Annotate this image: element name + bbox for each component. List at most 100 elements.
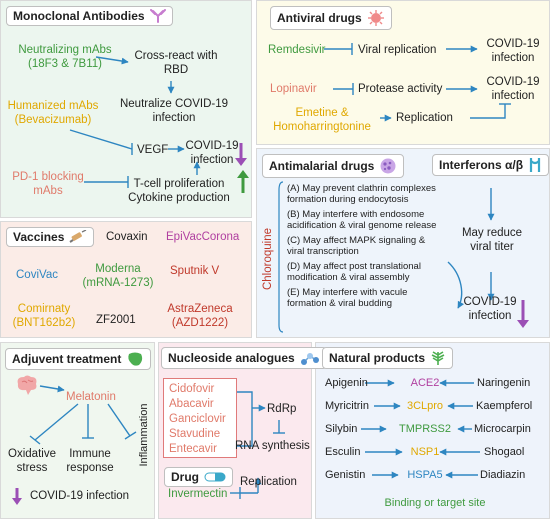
np-target-3: NSP1 (410, 446, 440, 458)
vegf: VEGF (137, 144, 169, 156)
virus-icon (367, 10, 384, 26)
antiviral-covid-1-label: COVID-19 (486, 38, 540, 50)
homoharringtonine-label: Homoharringtonine (273, 121, 371, 133)
covaxin: Covaxin (106, 231, 148, 243)
melatonin: Melatonin (66, 391, 116, 403)
natural-title: Natural products (329, 351, 426, 365)
rdrp: RdRp (267, 403, 297, 415)
stavudine: Stavudine (169, 428, 221, 440)
neutralize-covid: Neutralize COVID-19 infection (112, 97, 236, 125)
inflammation: Inflammation (138, 403, 150, 467)
np-target-2: TMPRSS2 (399, 423, 451, 435)
adjuvent-title-box: Adjuvent treatment (5, 348, 152, 370)
oxidative-label: Oxidative (8, 448, 56, 460)
np-left-1: Myricitrin (325, 400, 369, 412)
interferon-infection-label: infection (468, 310, 512, 322)
leaf-icon (431, 351, 445, 365)
effect-c-line2: viral transcription (287, 246, 359, 257)
effect-d-line2: modification & viral assembly (287, 272, 410, 283)
effect-b: (B) May interfere with endosome acidific… (287, 209, 436, 231)
antiviral-covid-1-infection: infection (491, 52, 535, 64)
abacavir: Abacavir (169, 398, 214, 410)
adjuvent-covid: COVID-19 infection (30, 490, 130, 502)
nucleoside-title-box: Nucleoside analogues (161, 347, 327, 369)
response-label: response (66, 462, 114, 474)
nucleoside-title: Nucleoside analogues (168, 351, 295, 365)
moderna: Moderna (mRNA-1273) (78, 262, 158, 290)
lopinavir: Lopinavir (270, 83, 317, 95)
invermectin: Invermectin (168, 488, 228, 500)
drug-title: Drug (171, 470, 199, 484)
viral-titer-label: viral titer (470, 241, 514, 253)
pd1-label: PD-1 blocking (12, 171, 84, 183)
mab-covid-infection-label: infection (190, 154, 234, 166)
effect-a: (A) May prevent clathrin complexes forma… (287, 183, 436, 205)
interferon-covid: COVID-19 infection (455, 295, 525, 323)
receptor-icon (529, 158, 541, 172)
remdesivir: Remdesivir (268, 44, 326, 56)
np-right-2: Microcarpin (474, 423, 531, 435)
nucleoside-drug-list: Cidofovir Abacavir Ganciclovir Stavudine… (163, 378, 237, 458)
adjuvent-title: Adjuvent treatment (12, 352, 122, 366)
cytokine-label: Cytokine production (128, 192, 230, 204)
rna-synthesis: RNA synthesis (235, 440, 310, 452)
moderna-label: Moderna (95, 263, 141, 275)
mab-title: Monoclonal Antibodies (13, 9, 145, 23)
np-right-1: Kaempferol (476, 400, 533, 412)
humanized-label: Humanized mAbs (7, 100, 99, 112)
organ-icon (128, 352, 143, 366)
ganciclovir: Ganciclovir (169, 413, 226, 425)
interferons-title-box: Interferons α/β (432, 154, 550, 176)
antiviral-covid-2-infection: infection (491, 90, 535, 102)
protease-activity: Protease activity (358, 83, 443, 95)
np-left-3: Esculin (325, 446, 361, 458)
parasite-icon (380, 158, 396, 174)
mab-covid-infection: COVID-19 infection (184, 139, 240, 167)
astra-id: (AZD1222) (171, 317, 229, 329)
moderna-id: (mRNA-1273) (82, 277, 154, 289)
vaccines-title-box: Vaccines (6, 227, 95, 247)
np-left-0: Apigenin (325, 377, 368, 389)
np-right-4: Diadiazin (480, 469, 526, 481)
antiviral-covid-1: COVID-19 infection (478, 37, 548, 65)
neutralizing-mabs: Neutralizing mAbs (18F3 & 7B11) (10, 43, 120, 71)
antiviral-title-box: Antiviral drugs (270, 6, 392, 30)
chloroquine-effects: (A) May prevent clathrin complexes forma… (287, 183, 436, 313)
cross-react-label: Cross-react with (134, 50, 218, 62)
immune-label: Immune (69, 448, 111, 460)
rbd-label: RBD (163, 64, 189, 76)
effect-e-line2: formation & viral budding (287, 298, 393, 309)
brain-icon (17, 375, 37, 395)
comirnaty: Comirnaty (BNT162b2) (6, 302, 82, 330)
drug-title-box: Drug (164, 467, 233, 487)
np-target-4: HSPA5 (407, 469, 443, 481)
np-left-4: Genistin (325, 469, 366, 481)
comirnaty-label: Comirnaty (17, 303, 71, 315)
np-right-0: Naringenin (477, 377, 531, 389)
sputnik-v: Sputnik V (170, 265, 220, 277)
oxidative-stress: Oxidative stress (2, 447, 62, 475)
binding-target-site: Binding or target site (384, 497, 486, 509)
antimalarial-title-box: Antimalarial drugs (262, 154, 405, 178)
covivac: CoviVac (16, 269, 58, 281)
replication: Replication (396, 112, 453, 124)
neutralize-infection: infection (152, 112, 196, 124)
neutralize-label: Neutralize COVID-19 (119, 98, 228, 110)
bevacizumab-label: (Bevacizumab) (14, 114, 92, 126)
antimalarial-panel (256, 148, 550, 338)
reduce-viral-titer: May reduce viral titer (452, 226, 532, 254)
mab-title-box: Monoclonal Antibodies (6, 6, 173, 26)
pd1-mabs-label: mAbs (33, 185, 63, 197)
antiviral-covid-2: COVID-19 infection (478, 75, 548, 103)
neutralizing-label: Neutralizing mAbs (18, 44, 112, 56)
astra-label: AstraZeneca (167, 303, 233, 315)
effect-a-line2: formation during endocytosis (287, 194, 409, 205)
interferon-covid-label: COVID-19 (463, 296, 517, 308)
effect-d-line1: (D) May affect post translational (287, 261, 421, 272)
epivaccorona: EpiVacCorona (166, 231, 240, 243)
emetine: Emetine & Homoharringtonine (262, 106, 382, 134)
immune-response: Immune response (60, 447, 120, 475)
effect-a-line1: (A) May prevent clathrin complexes (287, 183, 436, 194)
effect-e: (E) May interfere with vacule formation … (287, 287, 436, 309)
tcell-label: T-cell proliferation (133, 178, 225, 190)
